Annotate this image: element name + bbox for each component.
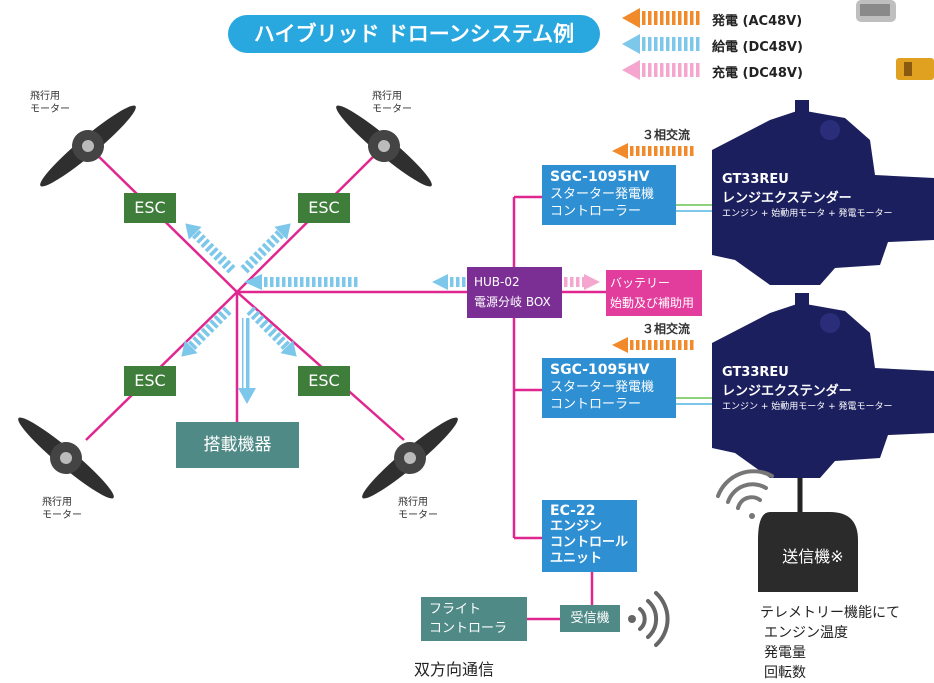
- controller-model: SGC-1095HV: [550, 169, 650, 185]
- signal-lines: [676, 204, 712, 405]
- propeller-icon: [336, 105, 432, 187]
- supply-arrow-center: [244, 274, 358, 290]
- motor-label-top-left: 飛行用 モーター: [30, 90, 70, 116]
- supply-arrow-downright: [246, 306, 297, 357]
- generator-desc: エンジン + 始動用モータ + 発電モーター: [722, 209, 893, 219]
- ecu-line3: ユニット: [550, 551, 603, 566]
- ac-arrow-bottom: [612, 337, 694, 353]
- ac-label-bottom: ３相交流: [642, 322, 691, 336]
- esc-bottom-left: ESC: [124, 366, 176, 396]
- motor-label-top-right: 飛行用 モーター: [372, 90, 412, 116]
- supply-arrow-upright: [240, 223, 291, 274]
- wifi-icon-transmitter: [716, 469, 774, 519]
- generator-desc: エンジン + 始動用モータ + 発電モーター: [722, 402, 893, 412]
- flight-controller-box: フライト コントローラー: [421, 597, 527, 655]
- motor-label-line: モーター: [372, 104, 412, 115]
- legend-charge-label: 充電 (DC48V): [712, 66, 803, 81]
- telemetry-line: エンジン温度: [764, 625, 848, 641]
- hub-desc: 電源分岐 BOX: [474, 295, 551, 309]
- propeller-icon: [40, 105, 136, 187]
- telemetry-note: テレメトリー機能にて エンジン温度 発電量 回転数: [760, 603, 900, 683]
- hub-model: HUB-02: [474, 275, 520, 289]
- fc-line1: フライト: [429, 602, 482, 617]
- esc-top-right: ESC: [298, 193, 350, 223]
- motor-label-line: 飛行用: [372, 91, 402, 102]
- motor-label-line: モーター: [30, 104, 70, 115]
- controller-line1: スターター発電機: [550, 187, 655, 202]
- motor-label-bottom-right: 飛行用 モーター: [398, 496, 438, 522]
- supply-arrow-left: [432, 274, 466, 290]
- ecu-box: EC-22 エンジン コントロール ユニット: [542, 500, 637, 572]
- range-extender-engine-bottom: [712, 293, 934, 478]
- battery-title: バッテリー: [610, 276, 671, 290]
- generator-name: レンジエクステンダー: [722, 191, 852, 206]
- ecu-line2: コントロール: [550, 535, 629, 550]
- motor-product-icon: [856, 0, 896, 22]
- controller-box-top: SGC-1095HV スターター発電機 コントローラー: [542, 165, 676, 225]
- hub-box: HUB-02 電源分岐 BOX: [467, 267, 562, 318]
- propeller-icon: [362, 417, 458, 499]
- esc-top-left: ESC: [124, 193, 176, 223]
- ac-label-top: ３相交流: [642, 128, 691, 142]
- legend-supply-label: 給電 (DC48V): [712, 40, 803, 55]
- controller-model: SGC-1095HV: [550, 362, 650, 378]
- motor-label-line: モーター: [398, 510, 438, 521]
- motor-label-line: 飛行用: [30, 91, 60, 102]
- ecu-line1: エンジン: [550, 519, 603, 534]
- supply-arrow-downleft: [181, 306, 232, 357]
- transmitter-label: 送信機※: [782, 547, 844, 566]
- generator-label-top: GT33REU レンジエクステンダー エンジン + 始動用モータ + 発電モータ…: [722, 172, 893, 219]
- generator-label-bottom: GT33REU レンジエクステンダー エンジン + 始動用モータ + 発電モータ…: [722, 365, 893, 412]
- telemetry-line: 発電量: [764, 645, 806, 661]
- range-extender-engine-top: [712, 100, 934, 285]
- receiver-box: 受信機: [560, 605, 620, 632]
- connector-icon: [896, 58, 934, 80]
- legend-arrow-supply: [622, 34, 700, 54]
- supply-arrow-upleft: [185, 223, 236, 274]
- battery-box: バッテリー 始動及び補助用: [606, 270, 702, 316]
- motor-label-line: 飛行用: [42, 497, 72, 508]
- telemetry-line: テレメトリー機能にて: [760, 605, 900, 621]
- controller-line2: コントローラー: [550, 204, 642, 219]
- propeller-icon: [18, 417, 114, 499]
- motor-label-line: 飛行用: [398, 497, 428, 508]
- ecu-model: EC-22: [550, 503, 596, 519]
- telemetry-line: 回転数: [764, 665, 806, 681]
- page-title: ハイブリッド ドローンシステム例: [228, 15, 600, 53]
- generator-name: レンジエクステンダー: [722, 384, 852, 399]
- legend-arrow-charge: [622, 60, 700, 80]
- fc-line2: コントローラー: [429, 621, 508, 655]
- supply-arrow-down: [238, 318, 256, 404]
- bidirectional-label: 双方向通信: [414, 660, 495, 679]
- charge-arrow: [564, 274, 600, 290]
- legend-arrow-generation: [622, 8, 700, 28]
- controller-line2: コントローラー: [550, 397, 642, 412]
- esc-bottom-right: ESC: [298, 366, 350, 396]
- payload-box: 搭載機器: [176, 422, 299, 468]
- battery-desc: 始動及び補助用: [610, 296, 695, 310]
- motor-label-line: モーター: [42, 510, 82, 521]
- wifi-icon-receiver: [628, 591, 670, 647]
- generator-model: GT33REU: [722, 172, 789, 187]
- generator-model: GT33REU: [722, 365, 789, 380]
- legend-generation-label: 発電 (AC48V): [712, 14, 803, 29]
- controller-box-bottom: SGC-1095HV スターター発電機 コントローラー: [542, 358, 676, 418]
- transmitter-device: [758, 478, 858, 592]
- controller-line1: スターター発電機: [550, 380, 655, 395]
- ac-arrow-top: [612, 143, 694, 159]
- motor-label-bottom-left: 飛行用 モーター: [42, 496, 82, 522]
